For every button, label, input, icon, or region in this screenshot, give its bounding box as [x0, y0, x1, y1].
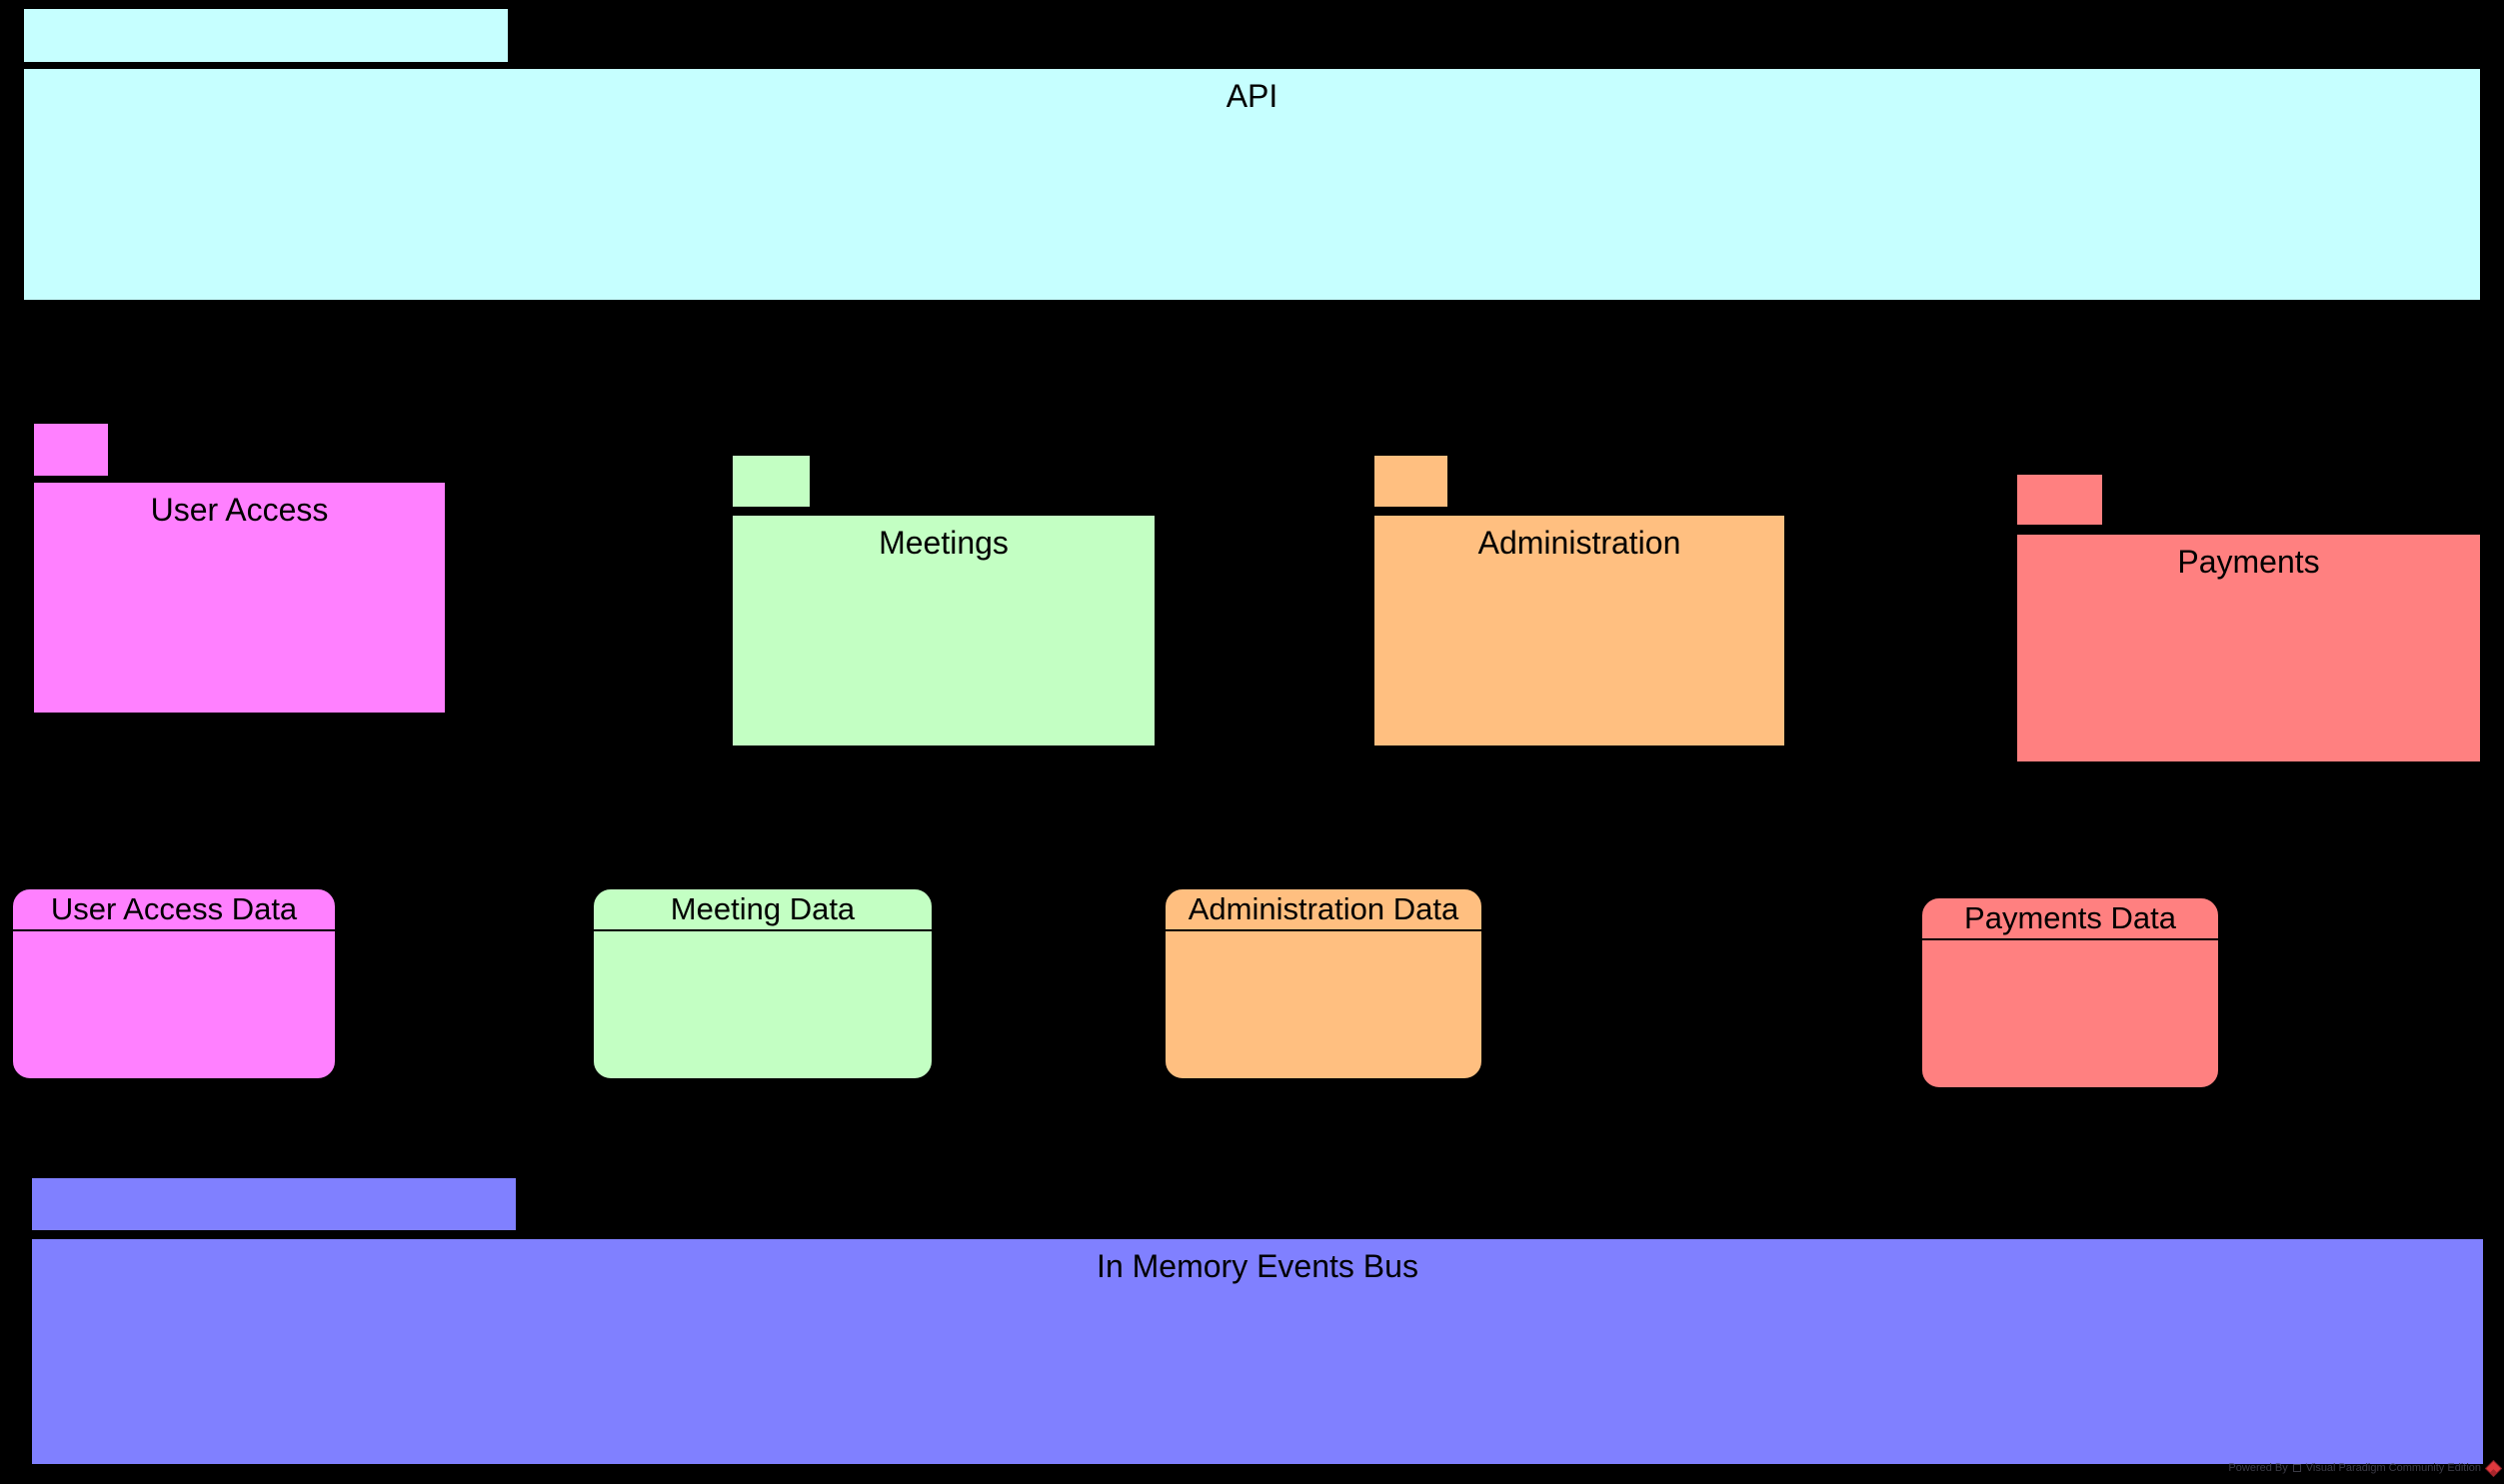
package-administration-tab — [1372, 454, 1449, 509]
package-payments-label: Payments — [2177, 544, 2320, 580]
package-api[interactable]: API — [22, 7, 2483, 303]
watermark: Powered By Visual Paradigm Community Edit… — [2228, 1458, 2503, 1478]
package-administration-body: Administration — [1372, 514, 1786, 747]
datastore-user-access-data[interactable]: User Access Data — [10, 886, 338, 1081]
package-payments-tab — [2015, 473, 2104, 527]
package-user-access-tab — [32, 422, 110, 478]
package-user-access-label: User Access — [150, 492, 329, 528]
package-api-body: API — [22, 67, 2482, 302]
datastore-administration-data[interactable]: Administration Data — [1163, 886, 1484, 1081]
package-events-bus[interactable]: In Memory Events Bus — [30, 1176, 2486, 1466]
package-user-access[interactable]: User Access — [32, 422, 448, 715]
package-administration-label: Administration — [1477, 525, 1681, 561]
datastore-payments-data[interactable]: Payments Data — [1919, 895, 2221, 1090]
package-payments[interactable]: Payments — [2015, 473, 2483, 763]
datastore-meeting-data[interactable]: Meeting Data — [591, 886, 935, 1081]
package-events-bus-tab — [30, 1176, 518, 1232]
package-administration[interactable]: Administration — [1372, 454, 1787, 747]
package-api-tab — [22, 7, 510, 64]
package-meetings-label: Meetings — [879, 525, 1009, 561]
package-meetings-body: Meetings — [731, 514, 1157, 747]
watermark-box-glyph — [2292, 1464, 2301, 1472]
watermark-prefix: Powered By — [2228, 1462, 2288, 1474]
datastore-payments-data-label: Payments Data — [1922, 898, 2218, 940]
visual-paradigm-logo-icon — [2484, 1459, 2503, 1477]
watermark-suffix: Visual Paradigm Community Edition — [2305, 1462, 2481, 1474]
package-meetings-tab — [731, 454, 812, 509]
package-api-label: API — [1226, 78, 1278, 114]
package-meetings[interactable]: Meetings — [731, 454, 1158, 747]
datastore-administration-data-label: Administration Data — [1166, 889, 1481, 931]
package-events-bus-body: In Memory Events Bus — [30, 1237, 2485, 1466]
package-payments-body: Payments — [2015, 533, 2482, 763]
datastore-user-access-data-label: User Access Data — [13, 889, 335, 931]
datastore-meeting-data-label: Meeting Data — [594, 889, 932, 931]
package-events-bus-label: In Memory Events Bus — [1097, 1248, 1418, 1284]
package-user-access-body: User Access — [32, 481, 447, 715]
